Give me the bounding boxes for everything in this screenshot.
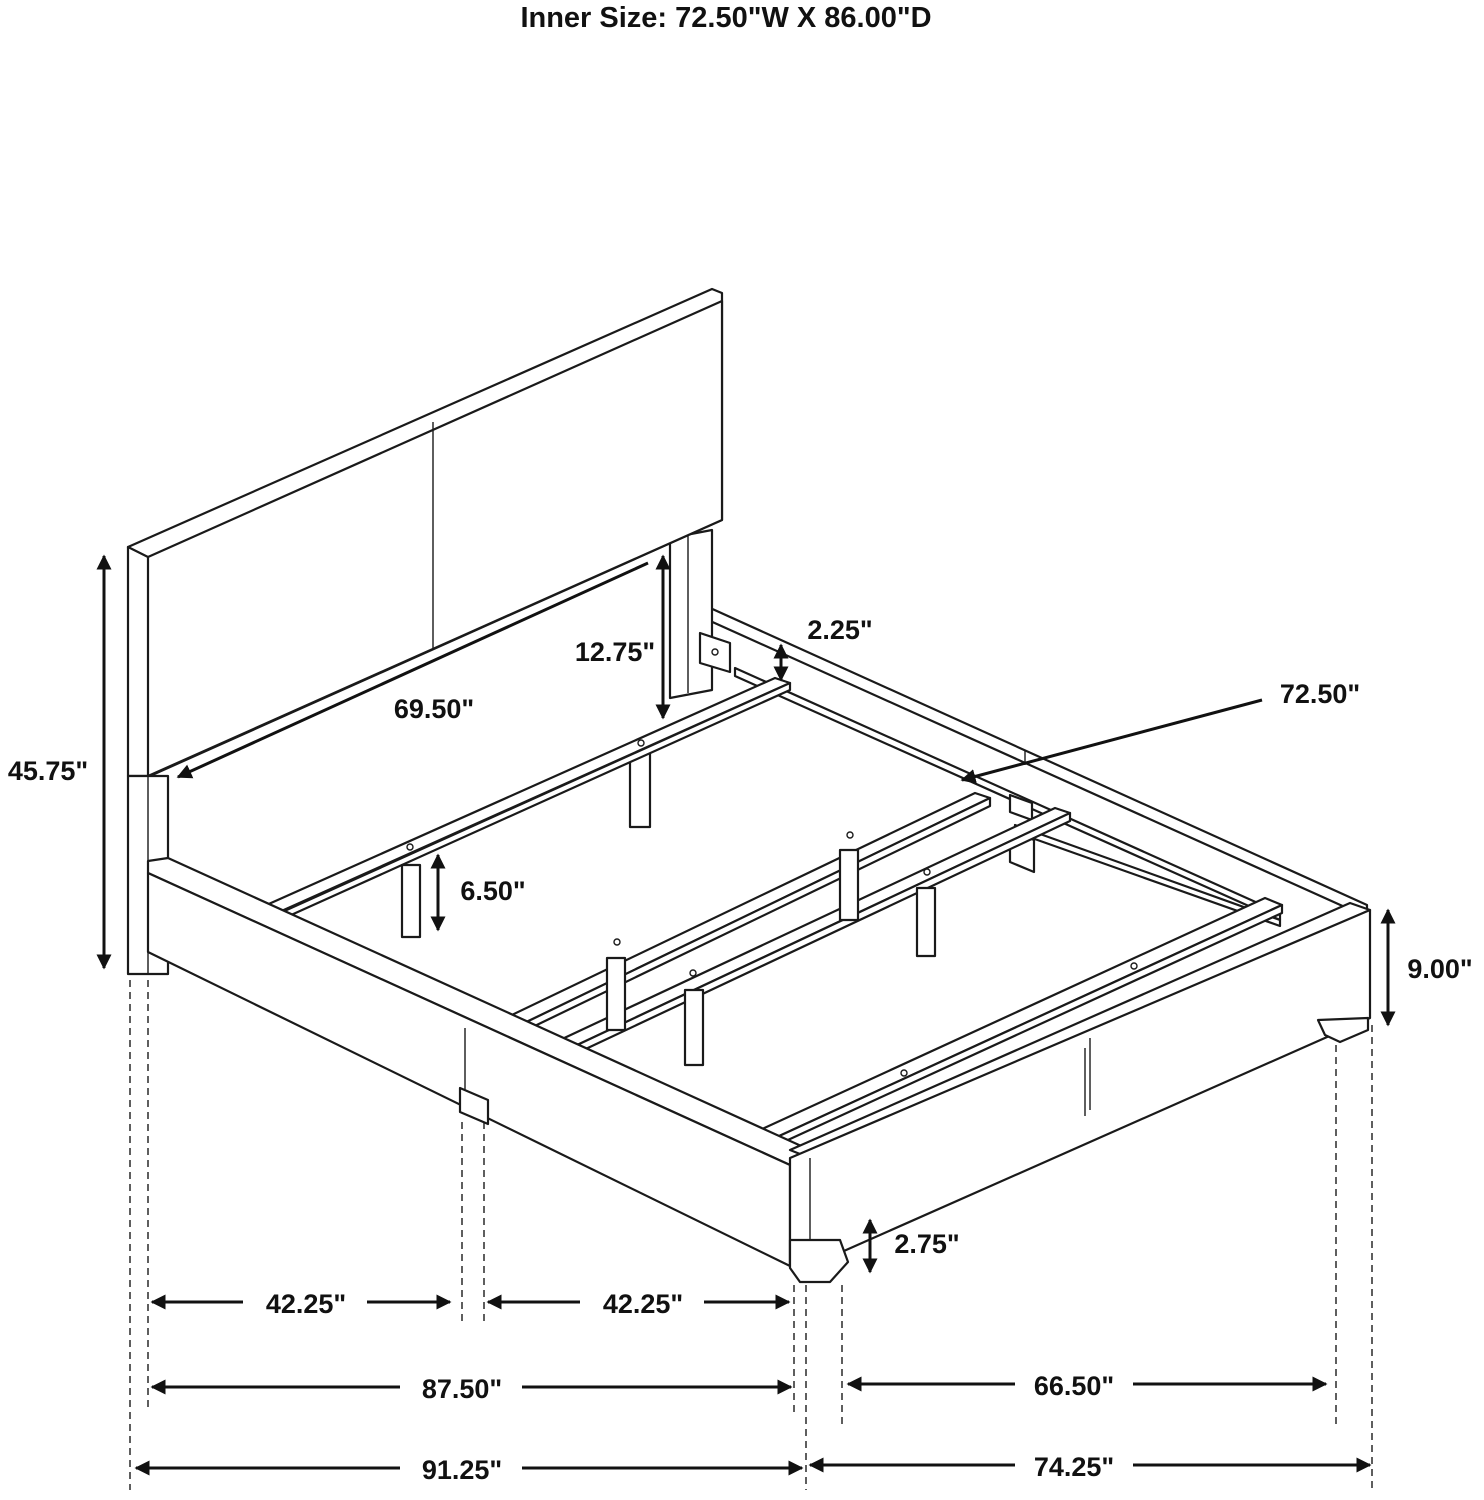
dim-inner-length: 87.50" [422, 1374, 502, 1404]
dim-side-half-left: 42.25" [266, 1289, 346, 1319]
dim-headboard-height: 45.75" [8, 756, 88, 786]
dimension-arrows [96, 554, 1396, 1476]
dim-headboard-inner-width: 69.50" [394, 694, 474, 724]
dim-rail-height: 2.25" [807, 615, 872, 645]
dim-leg-height: 2.75" [894, 1229, 959, 1259]
dim-overall-length: 91.25" [422, 1455, 502, 1485]
dim-inner-width: 66.50" [1034, 1371, 1114, 1401]
dim-frame-height: 9.00" [1407, 954, 1472, 984]
dim-side-half-right: 42.25" [603, 1289, 683, 1319]
inner-size-title: Inner Size: 72.50"W X 86.00"D [520, 2, 931, 34]
dim-slat-length: 72.50" [1280, 679, 1360, 709]
bed-frame-drawing [126, 287, 1372, 1284]
extension-lines [129, 980, 1373, 1490]
dim-headboard-panel-height: 12.75" [575, 637, 655, 667]
dim-overall-width: 74.25" [1034, 1452, 1114, 1482]
dim-center-leg-height: 6.50" [460, 876, 525, 906]
